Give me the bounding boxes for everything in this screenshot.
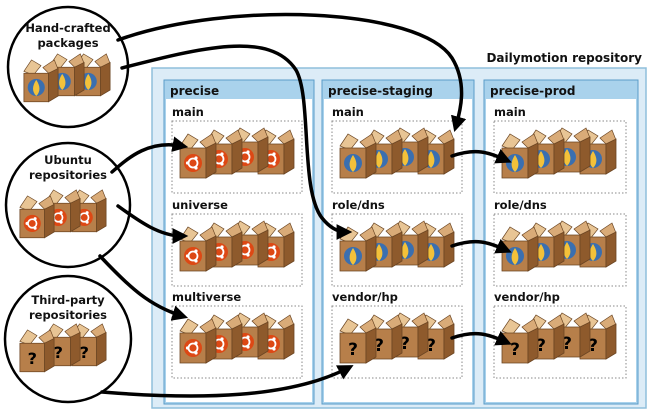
column-title-precise-prod: precise-prod bbox=[490, 84, 575, 98]
svg-text:?: ? bbox=[54, 343, 63, 362]
arrow-ubuntu-to-universe bbox=[116, 204, 189, 244]
ubuntu-package-icon bbox=[179, 133, 217, 179]
svg-text:?: ? bbox=[536, 336, 546, 356]
svg-text:?: ? bbox=[588, 336, 598, 356]
svg-text:?: ? bbox=[348, 340, 358, 360]
repository-title: Dailymotion repository bbox=[486, 51, 642, 65]
source-ubuntu: Ubuntu repositories bbox=[4, 141, 132, 269]
section-label-staging-role-dns: role/dns bbox=[332, 198, 385, 212]
source-third-party: Third-party repositories ??? bbox=[3, 274, 133, 404]
section-frame-staging-main bbox=[331, 120, 463, 194]
flow-arrows bbox=[98, 12, 512, 398]
unknown-package-icon: ? bbox=[501, 318, 539, 364]
column-precise-staging: precise-staging main role/dns vendor/hp … bbox=[321, 79, 475, 405]
section-frame-precise-universe bbox=[171, 213, 303, 287]
svg-text:?: ? bbox=[400, 334, 410, 354]
handcrafted-package-icon bbox=[501, 226, 539, 272]
column-title-precise-staging: precise-staging bbox=[328, 84, 433, 98]
section-label-prod-main: main bbox=[494, 105, 526, 119]
arrow-thirdparty-to-staging-vendor bbox=[100, 365, 354, 398]
handcrafted-package-icon bbox=[391, 220, 429, 266]
arrow-ubuntu-to-multiverse bbox=[98, 254, 189, 321]
ubuntu-package-icon bbox=[19, 195, 55, 239]
svg-text:?: ? bbox=[562, 334, 572, 354]
source-label-ubuntu-2: repositories bbox=[29, 168, 107, 182]
section-frame-prod-role-dns bbox=[493, 213, 627, 287]
svg-text:?: ? bbox=[80, 343, 89, 362]
unknown-package-icon: ? bbox=[339, 318, 377, 364]
section-label-staging-vendor-hp: vendor/hp bbox=[332, 290, 398, 304]
column-title-precise: precise bbox=[170, 84, 219, 98]
source-hand-crafted: Hand-crafted packages bbox=[6, 5, 130, 129]
section-frame-staging-role-dns bbox=[331, 213, 463, 287]
arrow-staging-dns-to-prod bbox=[450, 238, 512, 254]
column-precise-prod: precise-prod main role/dns vendor/hp ???… bbox=[483, 79, 639, 405]
section-frame-precise-main bbox=[171, 120, 303, 194]
ubuntu-package-icon bbox=[179, 226, 217, 272]
svg-text:?: ? bbox=[426, 336, 436, 356]
ubuntu-package-icon bbox=[205, 222, 243, 268]
handcrafted-package-icon bbox=[501, 133, 539, 179]
source-label-third-party-2: repositories bbox=[29, 308, 107, 322]
arrow-staging-vendor-to-prod bbox=[450, 330, 512, 346]
arrow-staging-main-to-prod bbox=[450, 148, 512, 164]
section-label-staging-main: main bbox=[332, 105, 364, 119]
arrow-craft-to-staging-main bbox=[116, 12, 467, 133]
svg-text:?: ? bbox=[28, 349, 37, 368]
ubuntu-package-icon bbox=[179, 318, 217, 364]
source-label-ubuntu-1: Ubuntu bbox=[44, 153, 92, 167]
arrow-ubuntu-to-main bbox=[110, 136, 189, 174]
svg-text:?: ? bbox=[374, 336, 384, 356]
svg-text:?: ? bbox=[510, 340, 520, 360]
source-label-hand-crafted-2: packages bbox=[37, 36, 98, 50]
section-frame-staging-vendor-hp bbox=[331, 305, 463, 379]
section-label-prod-role-dns: role/dns bbox=[494, 198, 547, 212]
section-label-prod-vendor-hp: vendor/hp bbox=[494, 290, 560, 304]
source-label-third-party-1: Third-party bbox=[31, 293, 105, 307]
column-precise: precise main universe multiverse bbox=[163, 79, 315, 405]
handcrafted-package-icon bbox=[339, 133, 377, 179]
arrow-craft-to-staging-role-dns bbox=[120, 44, 353, 240]
source-label-hand-crafted-1: Hand-crafted bbox=[25, 21, 110, 35]
section-label-precise-multiverse: multiverse bbox=[172, 290, 241, 304]
section-label-precise-main: main bbox=[172, 105, 204, 119]
section-frame-precise-multiverse bbox=[171, 305, 303, 379]
section-frame-prod-vendor-hp bbox=[493, 305, 627, 379]
unknown-package-icon: ? bbox=[19, 329, 55, 373]
handcrafted-package-icon bbox=[23, 59, 59, 103]
section-label-precise-universe: universe bbox=[172, 198, 228, 212]
